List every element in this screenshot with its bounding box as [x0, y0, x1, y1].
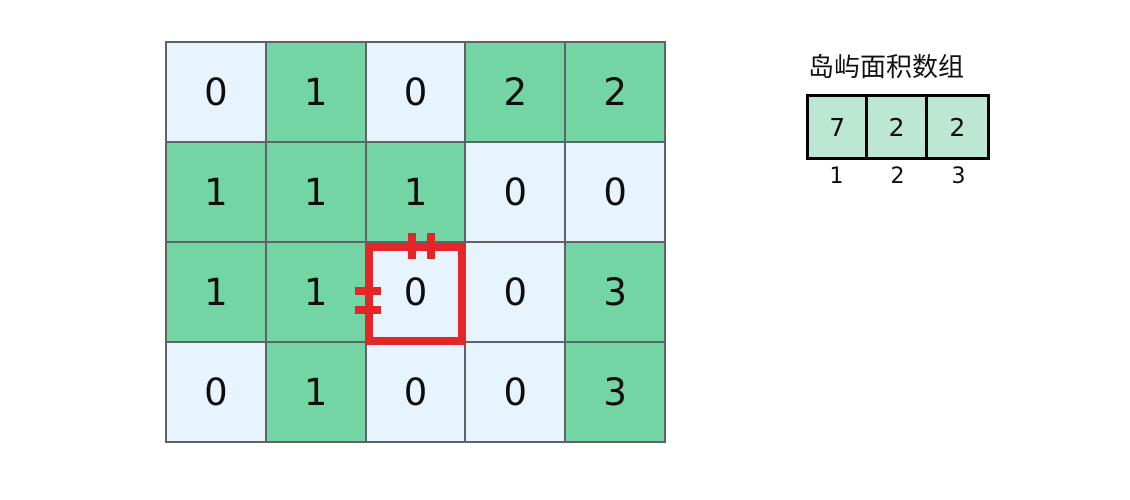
cell-value: 0: [403, 70, 428, 114]
grid-cell-r3c0[interactable]: 0: [167, 343, 265, 441]
cell-value: 1: [204, 270, 228, 314]
area-array: 7 2 2: [806, 94, 990, 160]
cell-value: 0: [603, 170, 627, 214]
cell-value: 0: [403, 270, 428, 314]
area-array-title: 岛屿面积数组: [808, 53, 965, 83]
cell-value: 1: [303, 370, 328, 414]
cell-value: 1: [303, 270, 328, 314]
grid-cell-r2c3[interactable]: 0: [466, 243, 565, 341]
grid-cell-r0c3[interactable]: 2: [466, 43, 565, 141]
grid-cell-r1c0[interactable]: 1: [167, 143, 265, 241]
cell-value: 0: [204, 370, 228, 414]
area-array-index-1: 1: [829, 164, 844, 189]
grid-cell-r1c2[interactable]: 1: [366, 143, 465, 241]
grid-cell-r0c1[interactable]: 1: [266, 43, 365, 141]
cell-value: 0: [503, 170, 528, 214]
grid-cell-r3c1[interactable]: 1: [266, 343, 365, 441]
area-cell-value: 2: [949, 112, 966, 142]
grid-cell-r1c4[interactable]: 0: [566, 143, 664, 241]
cell-value: 1: [204, 170, 228, 214]
grid-cell-r1c1[interactable]: 1: [266, 143, 365, 241]
grid-cell-r3c2[interactable]: 0: [366, 343, 465, 441]
grid-cell-r0c4[interactable]: 2: [566, 43, 664, 141]
grid-cell-r0c2[interactable]: 0: [366, 43, 465, 141]
area-array-index-row: 1 2 3: [806, 166, 990, 188]
cell-value: 0: [204, 70, 228, 114]
grid-cell-r2c0[interactable]: 1: [167, 243, 265, 341]
grid-cell-r3c3[interactable]: 0: [466, 343, 565, 441]
cell-value: 3: [603, 270, 627, 314]
grid-cell-r1c3[interactable]: 0: [466, 143, 565, 241]
matrix-grid: 0 1 0 2 2 1 1 1 0 0 1 1 0 0 3 0 1 0 0 3: [165, 41, 666, 443]
area-array-index-3: 3: [951, 164, 966, 189]
cell-value: 2: [603, 70, 627, 114]
grid-cell-r3c4[interactable]: 3: [566, 343, 664, 441]
cell-value: 1: [303, 170, 328, 214]
grid-cell-r2c2[interactable]: 0: [366, 243, 465, 341]
cell-value: 0: [503, 370, 528, 414]
cell-value: 1: [303, 70, 328, 114]
cell-value: 2: [503, 70, 528, 114]
area-array-index-2: 2: [890, 164, 905, 189]
area-cell-value: 7: [829, 112, 846, 142]
grid-cell-r0c0[interactable]: 0: [167, 43, 265, 141]
grid-cell-r2c1[interactable]: 1: [266, 243, 365, 341]
area-array-cell-1[interactable]: 7: [809, 97, 869, 157]
area-array-cell-3[interactable]: 2: [927, 97, 987, 157]
area-array-cell-2[interactable]: 2: [868, 97, 928, 157]
area-array-panel: 岛屿面积数组 7 2 2 1 2 3: [806, 52, 1006, 188]
cell-value: 1: [403, 170, 428, 214]
grid-cell-r2c4[interactable]: 3: [566, 243, 664, 341]
cell-value: 0: [503, 270, 528, 314]
cell-value: 3: [603, 370, 627, 414]
area-cell-value: 2: [888, 112, 905, 142]
cell-value: 0: [403, 370, 428, 414]
